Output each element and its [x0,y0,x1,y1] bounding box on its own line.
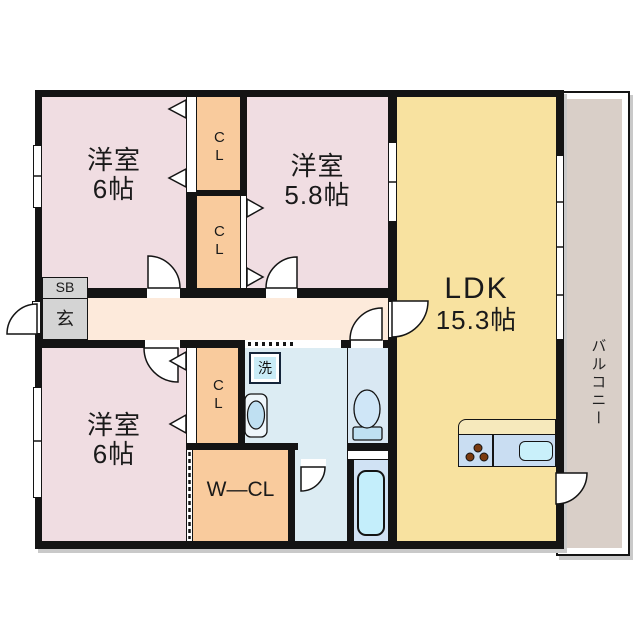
washing-machine-label: 洗 [258,360,272,376]
bedroom-bl-door-leaf [145,340,180,348]
closet-top [197,97,240,190]
room-name: 洋室 [86,410,141,440]
entrance-label: 玄 [56,308,74,329]
closet-middle [197,196,240,288]
bathtub-icon [357,470,385,536]
window-bedroom-bl [33,387,42,498]
ldk-door-leaf [388,301,397,338]
bedroom-bl-label: 洋室 6帖 [42,410,186,470]
balcony-door-leaf [556,472,564,504]
walk-in-closet-accordion-door [186,450,193,541]
washing-machine-icon: 洗 [249,352,281,384]
entrance-genkan: 玄 [42,298,88,340]
wall-segment [288,450,295,541]
closet-middle-label: CL [197,216,240,266]
washroom-opening [295,340,341,348]
entrance-door-leaf [32,301,41,334]
room-name: 洋室 [86,145,141,175]
bedroom-tc-door-leaf [266,288,297,298]
closet-bottom-label: CL [197,370,238,420]
shoe-box: SB [42,277,88,299]
closet-middle-door [240,196,247,288]
balcony-label: バルコニー [589,338,607,428]
walk-in-closet-label: W—CL [193,478,288,502]
room-size: 6帖 [92,439,136,470]
wcl-label: W—CL [206,478,275,501]
window-bedroom-tl [33,145,42,208]
hallway [42,298,388,340]
room-size: 5.8帖 [284,180,351,211]
bedroom-top-center [247,97,388,288]
ldk-label: LDK 15.3帖 [397,272,556,335]
window-bedroom-tc [388,142,397,222]
toilet-door-leaf [351,340,383,348]
shoe-box-label: SB [55,279,75,296]
bath-door-leaf [301,459,326,467]
room-size: 6帖 [92,174,136,205]
window-ldk-balcony [556,155,564,340]
washroom-accordion-door [245,340,295,348]
closet-top-label: CL [197,122,240,172]
room-size: 15.3帖 [435,304,518,335]
closet-bottom [197,348,238,443]
bedroom-tc-label: 洋室 5.8帖 [247,151,388,211]
room-name: LDK [444,272,509,305]
bedroom-tl-label: 洋室 6帖 [42,145,186,205]
closet-label: CL [209,377,227,413]
walk-in-closet [193,450,288,541]
kitchen-divider [492,434,494,467]
kitchen-sink-icon [519,441,553,461]
closet-bottom-door [186,348,197,443]
kitchen-counter-top [458,419,556,435]
toilet-room [348,348,388,443]
balcony: バルコニー [556,91,630,556]
closet-top-door [186,97,197,192]
closet-label: CL [210,223,228,259]
room-name: 洋室 [290,151,345,181]
bath-counter-band [348,450,388,460]
closet-label: CL [210,129,228,165]
wall-segment [186,443,298,450]
bedroom-tl-door-leaf [147,288,180,298]
